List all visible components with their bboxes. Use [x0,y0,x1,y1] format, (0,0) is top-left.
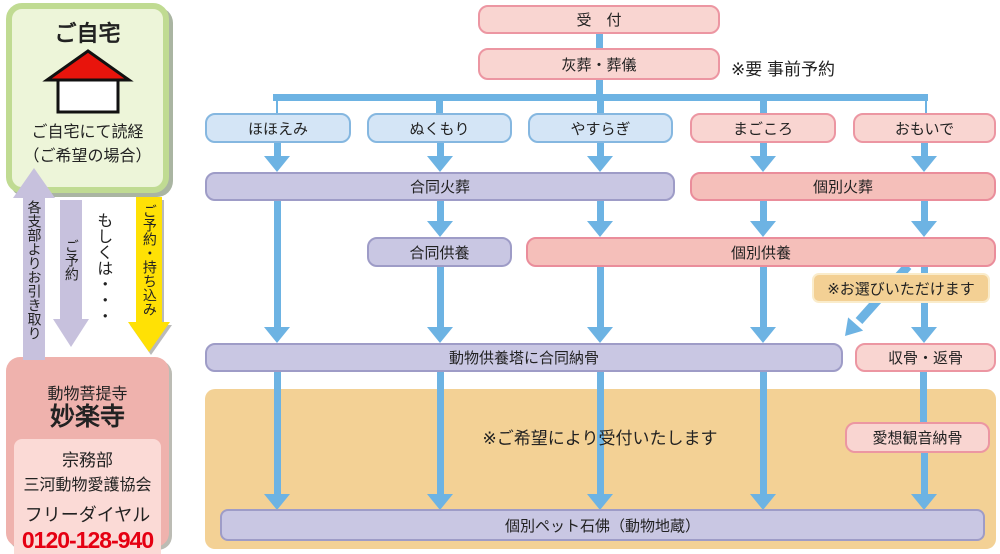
individual-memorial-label: 個別供養 [730,244,791,262]
flow-arrow [264,201,290,343]
home-panel: ご自宅 ご自宅にて読経 （ご希望の場合） [6,3,169,193]
temple-dept2: 三河動物愛護協会 [23,476,152,494]
joint-memorial-label: 合同供養 [409,244,470,262]
funeral-label: 灰葬・葬儀 [561,56,637,74]
connector-line [436,101,443,113]
individual-memorial-box: 個別供養 [526,237,996,267]
joint-cremation-box: 合同火葬 [205,172,675,201]
flow-arrow [750,267,776,343]
flow-arrow [911,201,937,237]
plan-label: やすらぎ [570,120,631,138]
connector-line [925,101,927,113]
home-text-line2: （ご希望の場合） [23,147,152,165]
house-icon [12,49,163,120]
plan-label: まごころ [732,120,793,138]
connector-line [596,33,603,48]
plan-box-hohoemi: ほほえみ [205,113,351,143]
plan-box-nukumori: ぬくもり [367,113,512,143]
joint-memorial-box: 合同供養 [367,237,512,267]
connector-line [276,101,278,113]
note-select-tag: ※お選びいただけます [812,273,990,303]
note-request: ※ご希望により受付いたします [482,429,718,448]
plan-label: ほほえみ [247,120,308,138]
note-reservation: ※要 事前予約 [731,60,835,79]
connector-line [760,101,767,113]
plan-box-omoide: おもいで [853,113,996,143]
joint-interment-box: 動物供養塔に合同納骨 [205,343,843,372]
connector-line [597,101,604,113]
temple-name: 妙楽寺 [49,403,125,431]
connector-line [920,372,927,424]
joint-cremation-label: 合同火葬 [409,179,470,196]
reserve-arrow-label: ご予約 [63,238,80,281]
reception-label: 受 付 [576,12,622,29]
pickup-arrow: 各支部よりお引き取り [12,168,56,360]
pickup-arrow-label: 各支部よりお引き取り [26,200,43,340]
bringin-arrow: ご予約・持ち込み [128,197,170,352]
temple-type: 動物菩提寺 [47,386,128,403]
individual-cremation-box: 個別火葬 [690,172,996,201]
phone-label: フリーダイヤル [24,504,151,525]
temple-contact-card: 宗務部 三河動物愛護協会 フリーダイヤル 0120-128-940 [14,438,161,554]
individual-cremation-label: 個別火葬 [812,179,873,196]
flow-arrow [750,143,776,172]
stone-buddha-box: 個別ペット石佛（動物地蔵） [220,509,985,541]
bringin-arrow-label: ご予約・持ち込み [141,203,158,316]
flow-arrow [911,143,937,172]
pickup-arrow-head-icon [13,168,55,198]
reception-box: 受 付 [478,5,720,34]
kannon-interment-label: 愛想観音納骨 [872,430,963,447]
joint-interment-label: 動物供養塔に合同納骨 [448,350,599,367]
flow-arrow [264,143,290,172]
or-text: もしくは・・・ [94,212,112,324]
reserve-arrow-head-icon [53,319,89,347]
kannon-interment-box: 愛想観音納骨 [845,422,990,453]
flow-arrow [911,453,937,510]
funeral-box: 灰葬・葬儀 [478,48,720,80]
flow-arrow [427,143,453,172]
plan-label: おもいで [894,120,955,138]
flow-arrow [427,372,453,510]
connector-line [596,80,603,95]
temple-panel: 動物菩提寺 妙楽寺 宗務部 三河動物愛護協会 フリーダイヤル 0120-128-… [6,357,169,554]
temple-dept1: 宗務部 [62,450,113,470]
flow-arrow [264,372,290,510]
flow-arrow [750,201,776,237]
flow-arrow [750,372,776,510]
bringin-arrow-head-icon [128,322,170,352]
reserve-arrow: ご予約 [53,200,89,347]
bone-return-label: 収骨・返骨 [887,350,963,367]
flow-arrow [427,267,453,343]
plan-label: ぬくもり [409,120,470,138]
flow-arrow [587,201,613,237]
note-select-label: ※お選びいただけます [827,280,975,298]
distributor-line [273,94,928,101]
plan-box-yasuragi: やすらぎ [528,113,673,143]
flow-arrow [587,143,613,172]
phone-number: 0120-128-940 [21,526,154,553]
stone-buddha-label: 個別ペット石佛（動物地蔵） [504,517,700,535]
home-text-line1: ご自宅にて読経 [31,124,144,141]
flow-arrow [427,201,453,237]
plan-box-magokoro: まごころ [690,113,836,143]
home-title: ご自宅 [54,21,121,46]
flow-arrow [587,372,613,510]
flow-arrow [587,267,613,343]
bone-return-box: 収骨・返骨 [855,343,996,372]
